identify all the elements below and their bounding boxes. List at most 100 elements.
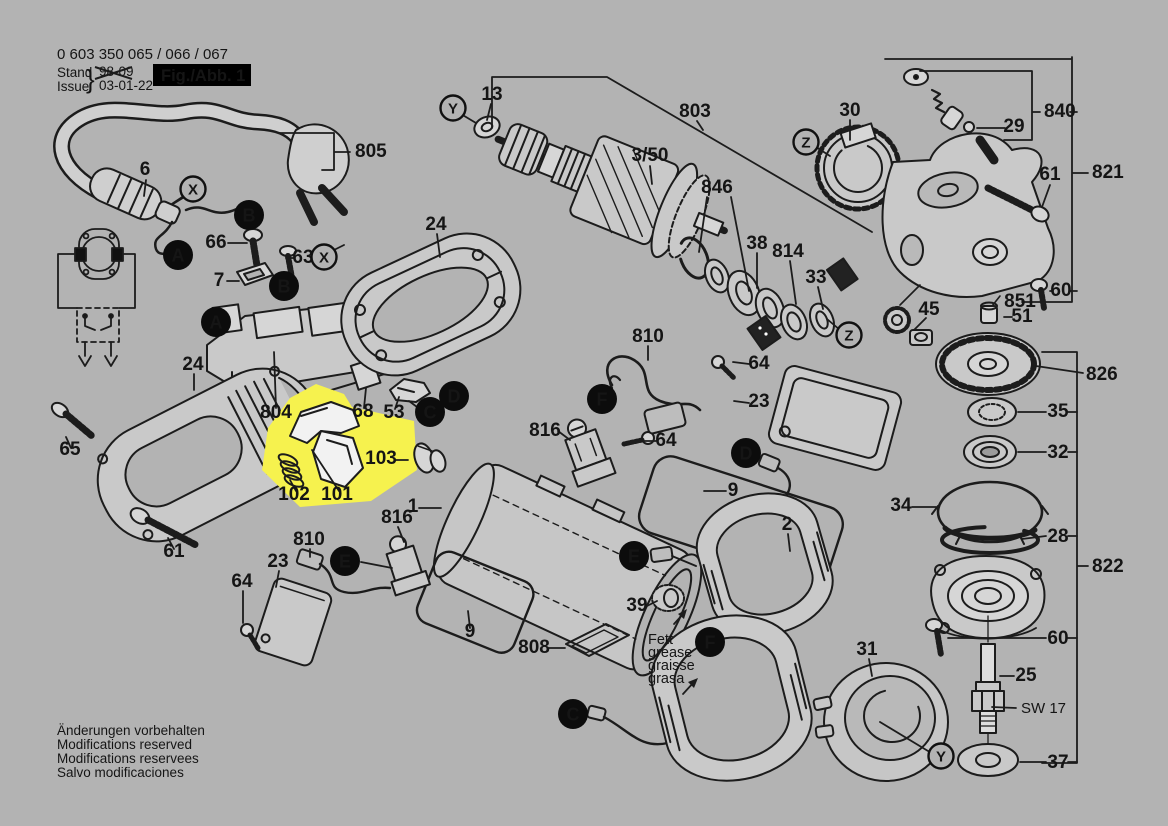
reference-marker-F: F	[695, 627, 725, 657]
gear-housing-drawing	[881, 68, 1055, 346]
part-label-33: 33	[805, 267, 826, 288]
reference-marker-D: D	[731, 438, 761, 468]
grease-line: grease	[648, 645, 692, 661]
svg-text:A: A	[210, 313, 223, 333]
strike-line-2	[94, 66, 133, 80]
part-label-1: 1	[408, 496, 419, 517]
svg-text:Y: Y	[936, 749, 946, 766]
svg-text:Y: Y	[448, 101, 458, 118]
footer-line: Änderungen vorbehalten	[57, 723, 205, 738]
reference-marker-X: X	[179, 175, 207, 203]
part-label-61: 61	[163, 541, 185, 562]
part-label-37: 37	[1047, 752, 1068, 773]
figure-box	[153, 64, 251, 86]
part-label-23: 23	[267, 551, 288, 572]
part-label-846: 846	[701, 177, 733, 198]
part-label-822: 822	[1092, 556, 1124, 577]
part-label-13: 13	[481, 84, 502, 105]
part-label-826: 826	[1086, 364, 1118, 385]
figure-label: Fig./Abb. 1	[161, 67, 245, 85]
svg-text:C: C	[567, 705, 580, 725]
part-label-808: 808	[518, 637, 550, 658]
highlighted-switch-lever	[262, 384, 417, 507]
part-label-60: 60	[1047, 628, 1068, 649]
reference-marker-X: X	[310, 243, 338, 271]
svg-text:A: A	[172, 246, 185, 266]
ring-gear-30-drawing	[814, 122, 902, 212]
part-label-28: 28	[1047, 526, 1068, 547]
reference-marker-Y: Y	[439, 94, 467, 122]
part-label-45: 45	[918, 299, 940, 320]
grease-line: Fett	[648, 632, 673, 648]
part-label-32: 32	[1047, 442, 1068, 463]
part-label-803: 803	[679, 101, 711, 122]
reference-marker-A: A	[201, 307, 231, 337]
part-label-851: 851	[1004, 291, 1036, 312]
part-label-101: 101	[321, 484, 353, 505]
power-cord-drawing	[53, 101, 350, 255]
part-label-816: 816	[381, 507, 413, 528]
part-label-804: 804	[260, 402, 292, 423]
part-label-23: 23	[748, 391, 769, 412]
footer-line: Salvo modificaciones	[57, 765, 184, 780]
part-label-816: 816	[529, 420, 561, 441]
part-label-65: 65	[59, 439, 81, 460]
svg-text:E: E	[339, 552, 351, 572]
reference-marker-C: C	[415, 397, 445, 427]
part-label-24: 24	[182, 354, 204, 375]
part-label-SW-17: SW 17	[1021, 700, 1066, 717]
svg-text:B: B	[278, 277, 291, 297]
part-label-60: 60	[1050, 280, 1071, 301]
svg-text:Z: Z	[801, 135, 810, 152]
wiring-schematic	[57, 228, 136, 367]
top-housing-cover-drawing	[340, 232, 522, 377]
svg-text:X: X	[319, 250, 329, 267]
part-label-34: 34	[890, 495, 912, 516]
part-label-814: 814	[772, 241, 804, 262]
reference-marker-B: B	[234, 200, 264, 230]
svg-text:D: D	[448, 387, 461, 407]
svg-text:C: C	[424, 403, 437, 423]
part-label-102: 102	[278, 484, 310, 505]
reference-marker-E: E	[330, 546, 360, 576]
svg-text:B: B	[243, 206, 256, 226]
part-label-35: 35	[1047, 401, 1069, 422]
reference-marker-Y: Y	[927, 742, 955, 770]
part-label-840: 840	[1044, 101, 1076, 122]
grease-line: graisse	[648, 658, 695, 674]
reference-marker-B: B	[269, 271, 299, 301]
part-label-7: 7	[214, 270, 225, 291]
brace: }	[86, 64, 95, 94]
part-label-9: 9	[465, 621, 476, 642]
part-label-39: 39	[626, 595, 647, 616]
switch-lever-101-drawing	[289, 401, 364, 488]
part-label-64: 64	[655, 430, 677, 451]
part-label-821: 821	[1092, 162, 1124, 183]
part-label-24: 24	[425, 214, 447, 235]
reference-marker-E: E	[619, 541, 649, 571]
part-label-63: 63	[292, 247, 313, 268]
part-label-29: 29	[1003, 116, 1024, 137]
part-label-64: 64	[231, 571, 253, 592]
part-label-25: 25	[1015, 665, 1037, 686]
part-label-51: 51	[1011, 306, 1033, 327]
part-label-64: 64	[748, 353, 770, 374]
reference-marker-Z: Z	[792, 128, 820, 156]
part-label-810: 810	[293, 529, 325, 550]
part-label-30: 30	[839, 100, 860, 121]
part-label-810: 810	[632, 326, 664, 347]
svg-text:F: F	[705, 633, 716, 653]
svg-text:E: E	[628, 547, 640, 567]
part-label-53: 53	[383, 402, 404, 423]
reference-marker-F: F	[587, 384, 617, 414]
field-and-brush-drawings	[240, 355, 903, 782]
part-label-2: 2	[782, 514, 793, 535]
reference-marker-D: D	[439, 381, 469, 411]
issue-date: 03-01-22	[99, 78, 153, 93]
part-label-3-50: 3/50	[632, 145, 669, 166]
stand-label: Stand	[57, 65, 92, 80]
spindle-output-drawings	[812, 332, 1049, 782]
